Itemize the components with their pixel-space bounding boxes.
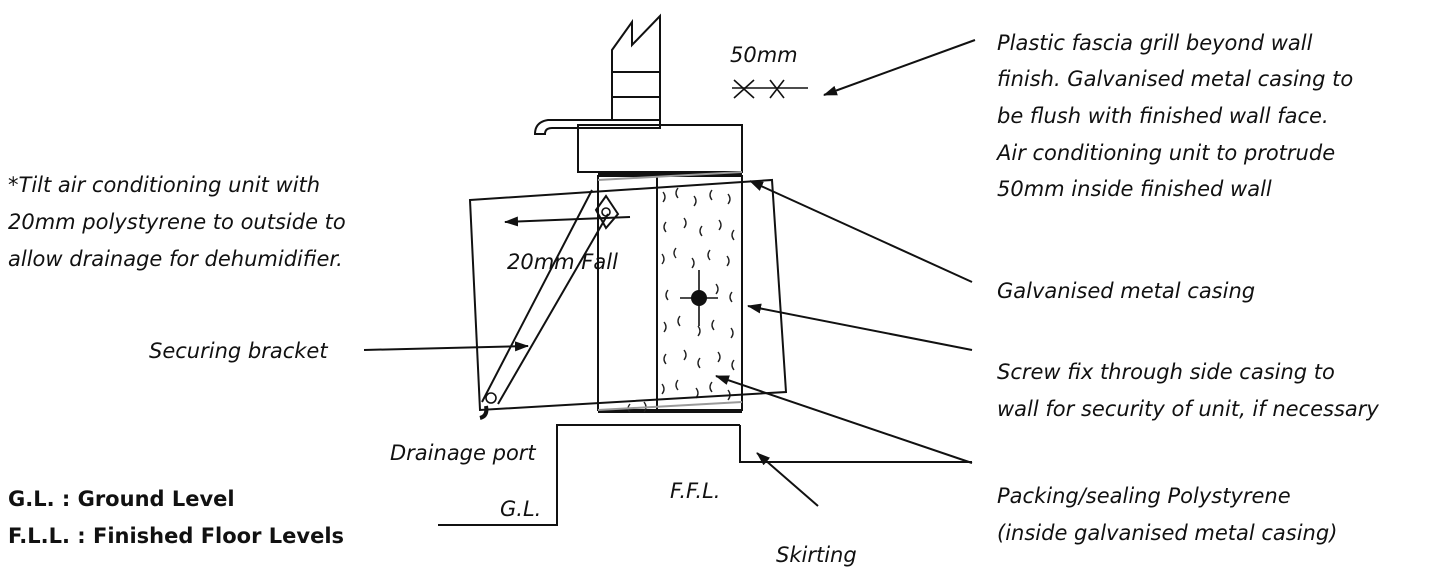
fall-label: 20mm Fall <box>507 250 618 274</box>
screw-note-line2: wall for security of unit, if necessary <box>997 397 1379 421</box>
wall-above <box>533 13 743 173</box>
skirting-arrow <box>756 452 819 507</box>
fascia-note-line1: Plastic fascia grill beyond wall <box>997 31 1313 55</box>
casing-section <box>597 173 743 413</box>
screw-note-line1: Screw fix through side casing to <box>997 360 1335 384</box>
fascia-note-line5: 50mm inside finished wall <box>997 177 1272 201</box>
tilt-note-line3: allow drainage for dehumidifier. <box>8 247 343 271</box>
floor-level <box>438 424 972 526</box>
fascia-arrow <box>823 39 976 96</box>
screw-fix <box>680 270 718 326</box>
gl-label: G.L. <box>500 497 541 521</box>
dimension-marks <box>732 79 808 99</box>
casing-arrow <box>749 180 973 283</box>
leaders <box>363 39 976 507</box>
securing-bracket <box>479 189 620 420</box>
ffl-label: F.F.L. <box>670 479 720 503</box>
skirting-label: Skirting <box>776 543 857 567</box>
tilt-note-line2: 20mm polystyrene to outside to <box>8 210 346 234</box>
packing-note-line2: (inside galvanised metal casing) <box>997 521 1337 545</box>
fascia-note-line4: Air conditioning unit to protrude <box>995 141 1335 165</box>
dimension-label: 50mm <box>730 43 798 67</box>
fascia-note-line3: be flush with finished wall face. <box>997 104 1329 128</box>
packing-texture <box>627 187 735 413</box>
drainage-label: Drainage port <box>390 441 536 465</box>
tilt-note-line1: *Tilt air conditioning unit with <box>8 173 320 197</box>
bracket-label: Securing bracket <box>149 339 328 363</box>
packing-arrow <box>715 375 973 464</box>
bracket-arrow <box>363 341 529 352</box>
ac-unit <box>468 171 788 412</box>
casing-label: Galvanised metal casing <box>997 279 1255 303</box>
legend-ground-level: G.L. : Ground Level <box>8 487 235 511</box>
drainage-port-mark <box>479 405 489 420</box>
fall-arrow <box>504 216 631 227</box>
fascia-note-line2: finish. Galvanised metal casing to <box>997 67 1353 91</box>
screw-arrow <box>747 303 973 351</box>
packing-note-line1: Packing/sealing Polystyrene <box>997 484 1291 508</box>
legend-floor-levels: F.L.L. : Finished Floor Levels <box>8 524 344 548</box>
